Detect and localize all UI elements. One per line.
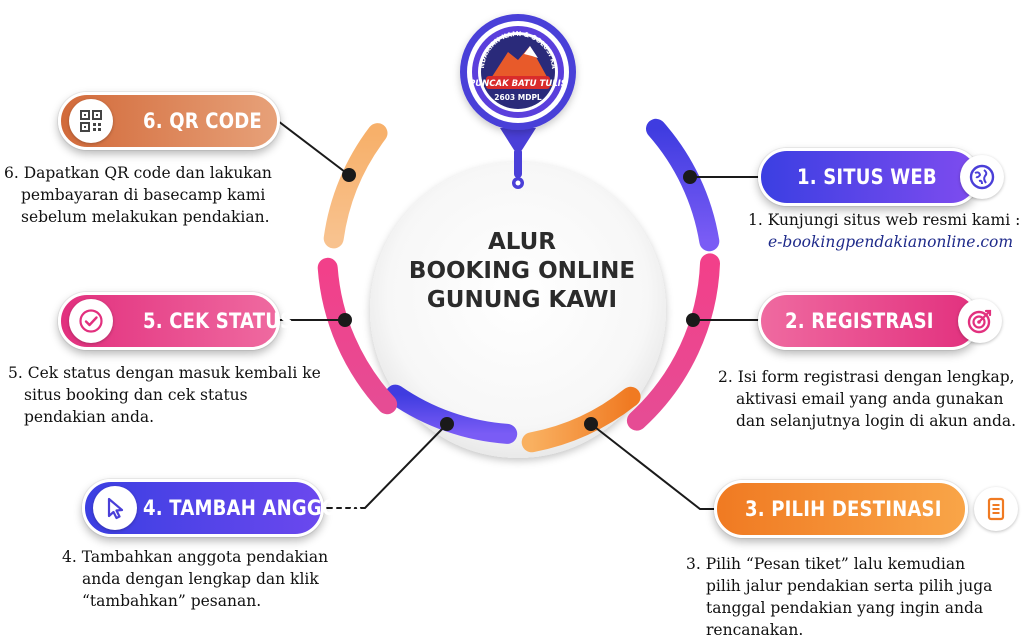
step-1-description: 1. Kunjungi situs web resmi kami : e-boo…: [748, 209, 1020, 253]
step-4-label: 4. TAMBAH ANGGOTA: [143, 496, 363, 520]
check-icon: [69, 299, 113, 343]
title-line-2: BOOKING ONLINE: [408, 258, 636, 284]
globe-icon: [959, 155, 1004, 199]
step-3-label: 3. PILIH DESTINASI: [745, 497, 942, 521]
step-2-pill: 2. REGISTRASI: [758, 292, 1002, 350]
connector-dots: [338, 168, 700, 431]
step-6-label: 6. QR CODE: [143, 109, 262, 133]
step-4-desc-line-3: “tambahkan” pesanan.: [82, 592, 262, 610]
step-6-desc-line-1: 6. Dapatkan QR code dan lakukan: [4, 164, 272, 182]
cursor-icon: [93, 486, 137, 530]
connector-lines: [277, 120, 760, 510]
step-6-desc-line-3: sebelum melakukan pendakian.: [21, 208, 270, 226]
center-circle: [370, 162, 666, 458]
logo-name: PUNCAK BATU TULIS: [469, 79, 567, 89]
target-icon: [957, 299, 1002, 343]
step-1-desc-line-1: 1. Kunjungi situs web resmi kami :: [748, 211, 1021, 229]
step-2-desc-line-1: 2. Isi form registrasi dengan lengkap,: [718, 368, 1015, 386]
title-line-1: ALUR: [487, 229, 557, 255]
document-icon: [973, 487, 1018, 531]
ring-segment-6: [323, 123, 388, 249]
ring-segment-5: [317, 257, 398, 415]
step-3-description: 3. Pilih “Pesan tiket” lalu kemudian pil…: [686, 553, 992, 641]
step-3-pill: 3. PILIH DESTINASI: [714, 480, 1018, 538]
step-4-desc-line-1: 4. Tambahkan anggota pendakian: [62, 548, 329, 566]
ring-segment-3: [521, 386, 641, 453]
step-4-pill: 4. TAMBAH ANGGOTA: [82, 479, 362, 537]
step-3-desc-line-4: rencanakan.: [706, 621, 804, 639]
ring-segment-1: [646, 118, 720, 252]
qr-code-icon: [69, 99, 113, 143]
diagram-title: ALUR BOOKING ONLINE GUNUNG KAWI: [402, 228, 642, 315]
step-6-description: 6. Dapatkan QR code dan lakukan pembayar…: [4, 162, 272, 228]
step-5-desc-line-2: situs booking dan cek status: [24, 386, 248, 404]
logo-altitude: 2603 MDPL: [494, 93, 542, 102]
step-5-pill: 5. CEK STATUS: [58, 292, 293, 350]
step-1-desc-line-2: e-bookingpendakianonline.com: [768, 233, 1014, 251]
step-5-desc-line-3: pendakian anda.: [24, 408, 155, 426]
step-5-label: 5. CEK STATUS: [143, 309, 294, 333]
step-5-desc-line-1: 5. Cek status dengan masuk kembali ke: [8, 364, 321, 382]
step-3-desc-line-1: 3. Pilih “Pesan tiket” lalu kemudian: [686, 555, 966, 573]
step-6-pill: 6. QR CODE: [58, 92, 280, 150]
step-6-desc-line-2: pembayaran di basecamp kami: [21, 186, 266, 204]
step-1-pill: 1. SITUS WEB: [758, 148, 1004, 206]
title-line-3: GUNUNG KAWI: [426, 287, 618, 313]
step-1-label: 1. SITUS WEB: [797, 165, 937, 189]
step-2-label: 2. REGISTRASI: [785, 309, 934, 333]
step-2-description: 2. Isi form registrasi dengan lengkap, a…: [718, 366, 1016, 432]
step-3-desc-line-2: pilih jalur pendakian serta pilih juga: [706, 577, 993, 595]
ring-segment-2: [626, 253, 720, 431]
step-4-desc-line-2: anda dengan lengkap dan klik: [82, 570, 319, 588]
step-3-desc-line-3: tanggal pendakian yang ingin anda: [706, 599, 984, 617]
step-4-description: 4. Tambahkan anggota pendakian anda deng…: [62, 546, 328, 612]
step-2-desc-line-3: dan selanjutnya login di akun anda.: [736, 412, 1017, 430]
step-2-desc-line-2: aktivasi email yang anda gunakan: [736, 390, 1004, 408]
step-5-description: 5. Cek status dengan masuk kembali ke si…: [8, 362, 321, 428]
